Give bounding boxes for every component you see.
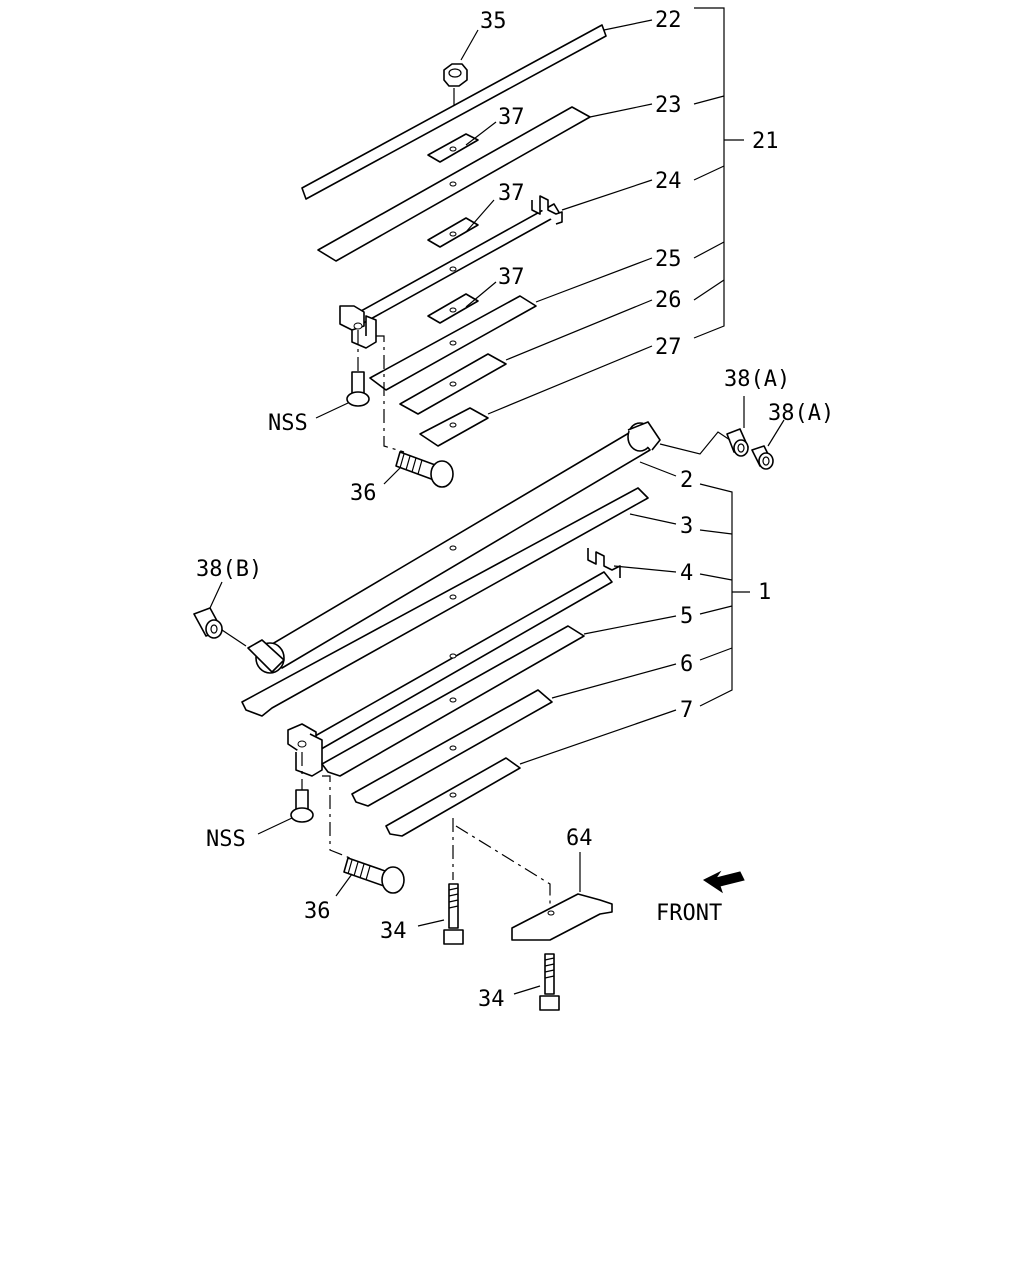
label-7: 7	[680, 698, 693, 723]
label-3: 3	[680, 514, 693, 539]
label-36-bottom: 36	[304, 899, 331, 924]
label-38b: 38(B)	[196, 557, 262, 582]
leaf-22	[301, 24, 607, 200]
label-26: 26	[655, 288, 682, 313]
leader-34b	[513, 985, 541, 995]
leaf-24	[339, 195, 563, 349]
nss-bolt-top	[346, 330, 370, 407]
bolt-36-top	[376, 335, 454, 488]
bushing-38a-2	[751, 445, 774, 470]
leaf-4	[287, 548, 621, 777]
leader-36-top	[383, 467, 401, 485]
leader-22	[603, 19, 653, 31]
center-bolt-line	[452, 818, 551, 910]
leader-38a-2	[767, 419, 785, 447]
leader-23	[589, 103, 653, 118]
leaf-7	[385, 757, 521, 837]
bolt-36-bottom	[322, 775, 405, 894]
label-37a: 37	[498, 105, 525, 130]
label-24: 24	[655, 169, 682, 194]
label-38a-2: 38(A)	[768, 401, 834, 426]
leader-38b	[209, 581, 223, 609]
center-bolt-34b	[539, 953, 560, 1011]
leaf-3	[241, 487, 649, 717]
label-25: 25	[655, 247, 682, 272]
label-2: 2	[680, 468, 693, 493]
label-nss-bottom: NSS	[206, 827, 246, 852]
label-5: 5	[680, 604, 693, 629]
label-22: 22	[655, 8, 682, 33]
label-37c: 37	[498, 265, 525, 290]
leader-36-bottom	[335, 873, 353, 897]
nss-bolt-bottom	[290, 752, 314, 823]
label-35: 35	[480, 9, 507, 34]
leader-34a	[417, 919, 445, 927]
nut-35	[443, 63, 468, 110]
label-1: 1	[758, 580, 771, 605]
label-64: 64	[566, 826, 593, 851]
leader-35	[460, 29, 479, 61]
label-34a: 34	[380, 919, 407, 944]
plate-64	[511, 893, 613, 941]
leader-37b	[465, 199, 495, 233]
label-27: 27	[655, 335, 682, 360]
label-4: 4	[680, 561, 693, 586]
leader-25	[535, 257, 653, 303]
bracket-1	[699, 483, 750, 707]
leader-3	[629, 513, 677, 525]
front-arrow-icon	[703, 870, 745, 894]
leaf-26	[399, 353, 507, 415]
leader-6	[551, 663, 677, 699]
leaf-2	[247, 421, 731, 674]
leader-27	[487, 345, 653, 415]
leaf-25	[369, 293, 537, 391]
leader-2	[639, 461, 677, 477]
label-38a-1: 38(A)	[724, 367, 790, 392]
label-21: 21	[752, 129, 779, 154]
leader-24	[561, 179, 653, 211]
leaf-5	[321, 625, 585, 777]
leader-37a	[465, 121, 497, 146]
label-37b: 37	[498, 181, 525, 206]
leaf-27	[419, 407, 489, 447]
leader-4	[613, 565, 677, 573]
center-bolt-34a	[443, 883, 464, 945]
leaf-6	[351, 689, 553, 807]
leader-nss-top	[315, 402, 349, 419]
bracket-21	[693, 7, 744, 339]
leader-5	[583, 615, 677, 635]
label-36-top: 36	[350, 481, 377, 506]
leader-37c	[465, 281, 497, 308]
bushing-38a-1	[726, 428, 749, 457]
label-nss-top: NSS	[268, 411, 308, 436]
bushing-38b	[193, 607, 247, 647]
label-6: 6	[680, 652, 693, 677]
front-label: FRONT	[656, 901, 722, 926]
label-34b: 34	[478, 987, 505, 1012]
leader-26	[505, 299, 653, 361]
leader-nss-bottom	[257, 817, 293, 835]
leader-7	[519, 709, 677, 765]
label-23: 23	[655, 93, 682, 118]
